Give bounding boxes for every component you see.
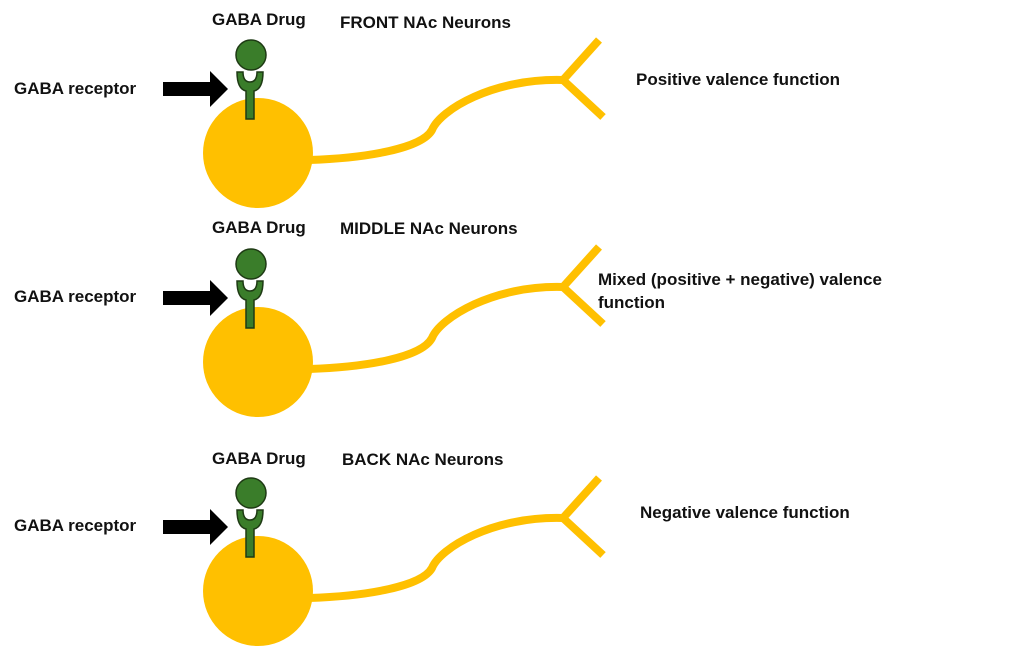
gaba-drug-molecule-icon (235, 477, 267, 509)
function-label: Mixed (positive + negative) valence func… (598, 270, 882, 312)
receptor-label: GABA receptor (14, 287, 137, 306)
receptor-icon (236, 280, 264, 329)
receptor-icon (236, 509, 264, 558)
gaba-drug-molecule-icon (235, 39, 267, 71)
axon (305, 513, 567, 602)
dendrite-branches (560, 244, 606, 327)
arrow-right-icon (163, 509, 228, 545)
receptor-icon (236, 71, 264, 120)
function-label: Negative valence function (640, 503, 850, 522)
receptor-label: GABA receptor (14, 516, 137, 535)
axon (305, 75, 567, 164)
function-label: Positive valence function (636, 70, 841, 89)
neuron-soma (203, 307, 313, 417)
neuron-row-middle (163, 244, 606, 417)
arrow-right-icon (163, 71, 228, 107)
dendrite-branches (560, 475, 606, 558)
drug-label: GABA Drug (212, 218, 306, 237)
drug-label: GABA Drug (212, 449, 306, 468)
dendrite-branches (560, 37, 606, 120)
neuron-soma (203, 98, 313, 208)
region-label: BACK NAc Neurons (342, 450, 504, 469)
receptor-label: GABA receptor (14, 79, 137, 98)
region-label: MIDDLE NAc Neurons (340, 219, 518, 238)
neuron-row-front (163, 37, 606, 208)
neuron-soma (203, 536, 313, 646)
drug-label: GABA Drug (212, 10, 306, 29)
axon (305, 282, 567, 373)
neuron-row-back (163, 475, 606, 646)
gaba-drug-molecule-icon (235, 248, 267, 280)
region-label: FRONT NAc Neurons (340, 13, 511, 32)
arrow-right-icon (163, 280, 228, 316)
